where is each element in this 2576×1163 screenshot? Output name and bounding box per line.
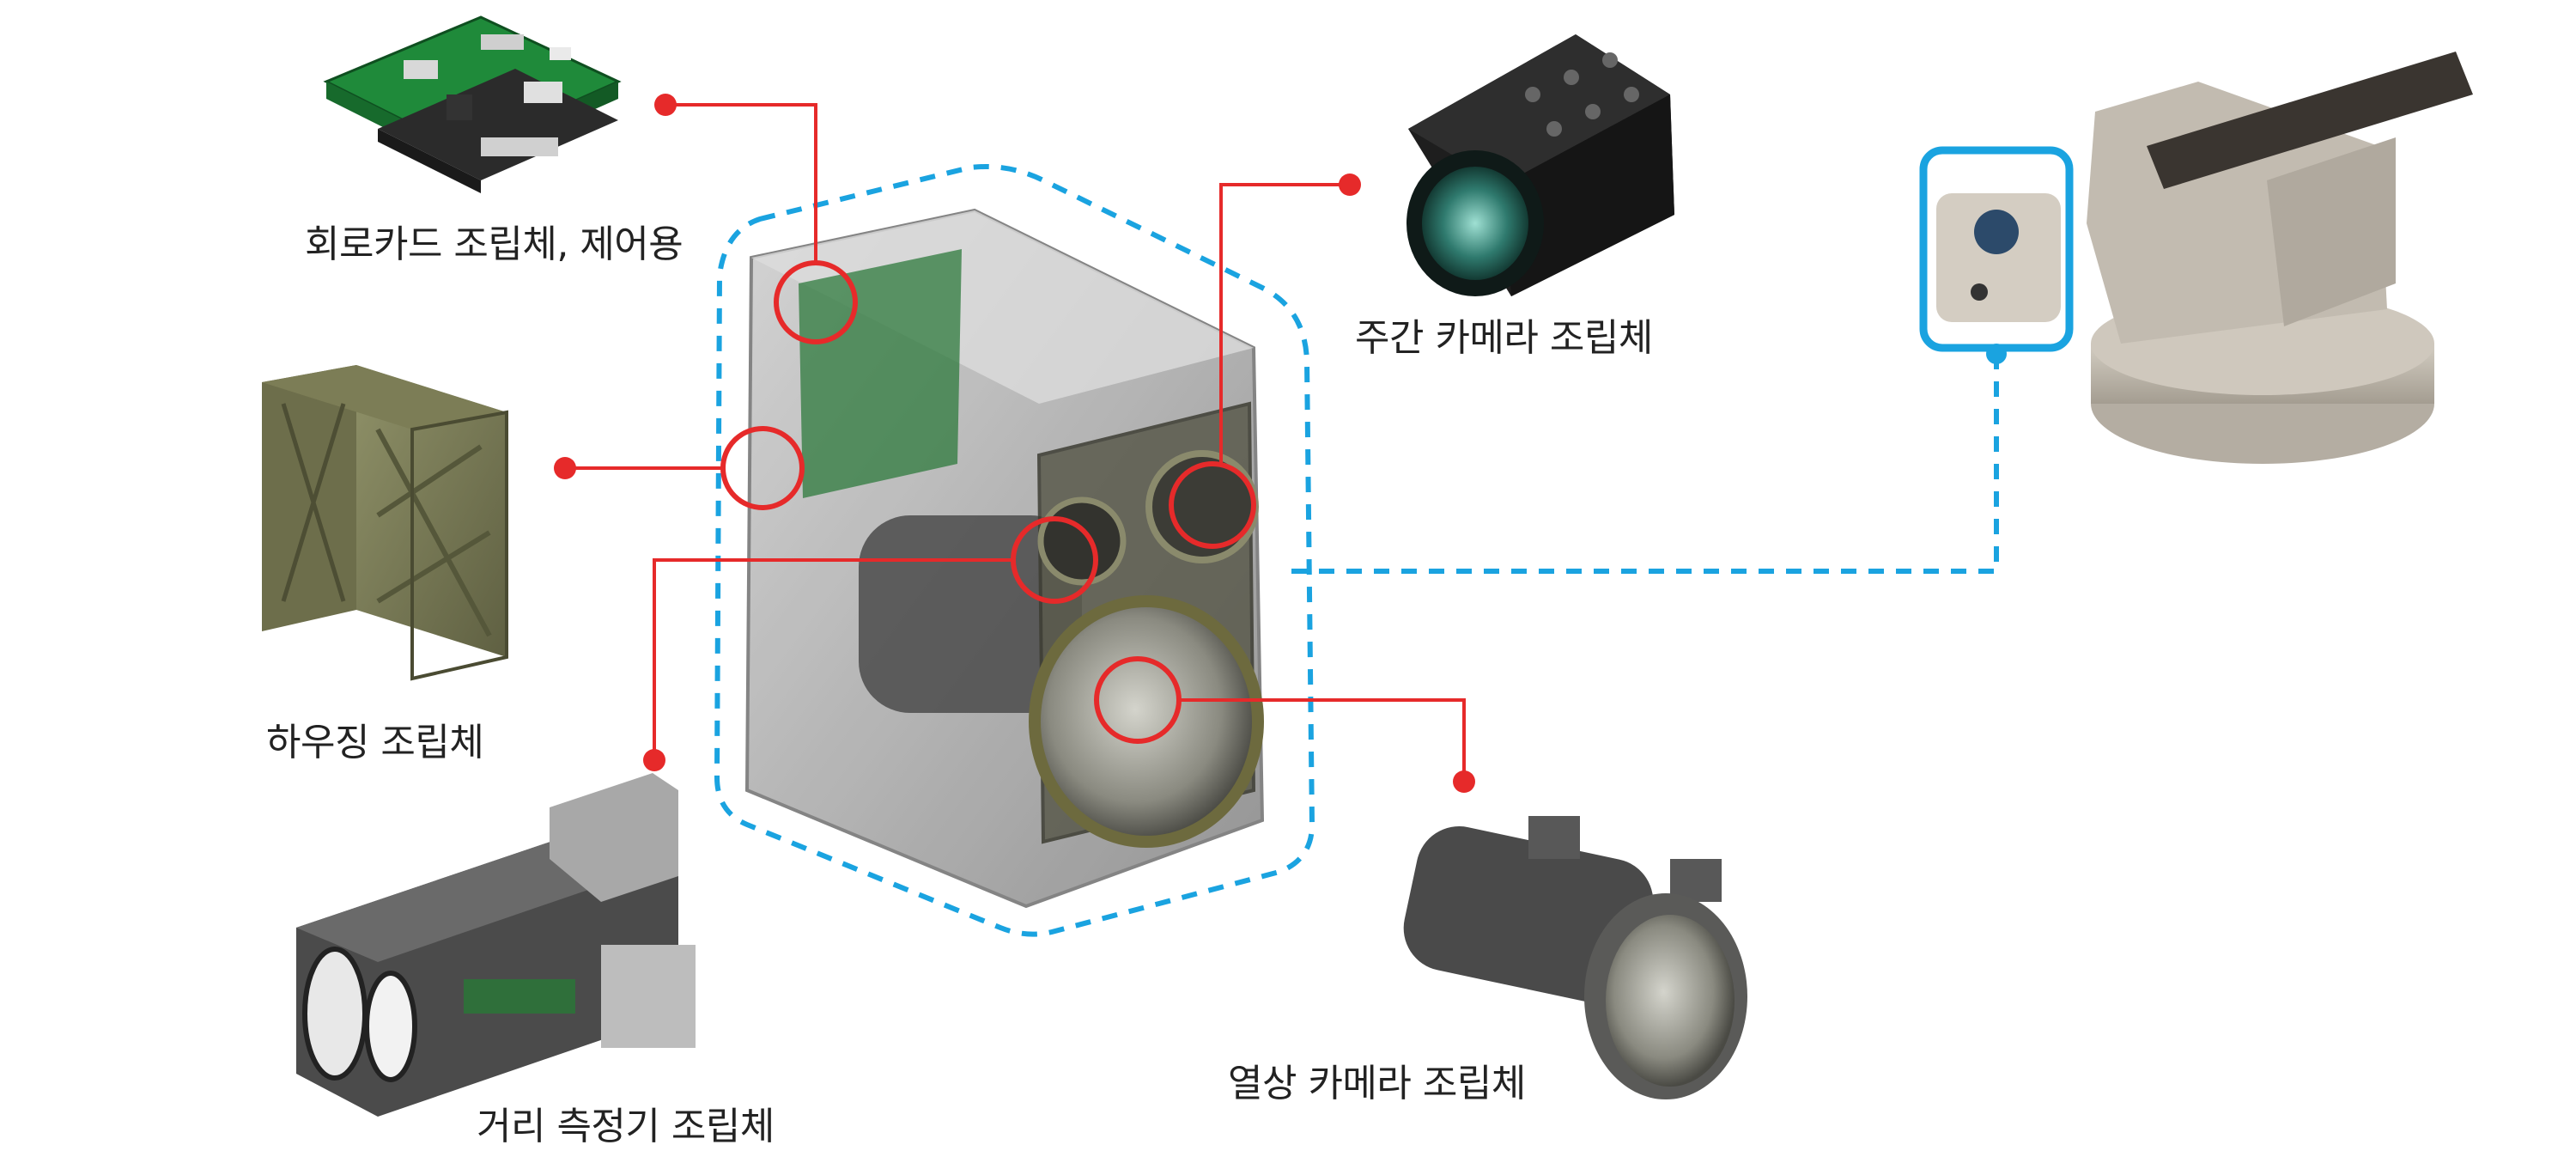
callout-rangefinder [643,516,1098,771]
day-camera-illustration [1406,34,1674,296]
housing-label: 하우징 조립체 [266,721,484,764]
callout-thermal-camera [1094,656,1475,793]
thermal-camera-illustration [1403,816,1747,1099]
rangefinder-illustration [296,773,696,1117]
rangefinder-label: 거리 측정기 조립체 [477,1105,775,1148]
callout-circuit-card [654,94,858,344]
circuit-card-label: 회로카드 조립체, 제어용 [305,222,683,266]
thermal-camera-label: 열상 카메라 조립체 [1228,1062,1526,1105]
circuit-card-illustration [323,15,622,193]
callout-day-camera [1169,174,1361,549]
housing-illustration [262,365,508,681]
day-camera-label: 주간 카메라 조립체 [1355,316,1653,360]
turret-system-illustration [1936,52,2473,464]
turret-link-connector [1288,354,1999,574]
callout-housing [554,426,805,510]
